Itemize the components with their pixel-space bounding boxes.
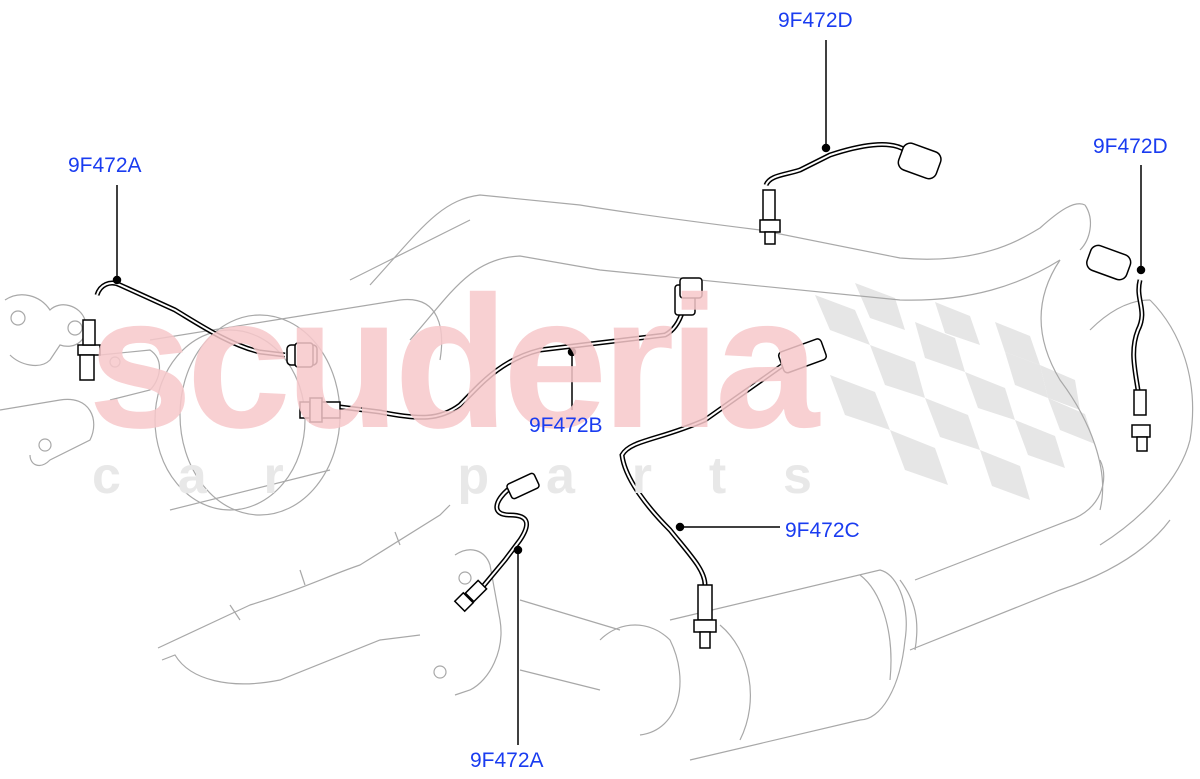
checkered-flag-watermark (815, 283, 1095, 500)
callout-9f472d-right[interactable]: 9F472D (1093, 135, 1168, 158)
oxygen-sensor-9f472a-lower[interactable] (453, 472, 540, 613)
callout-9f472b[interactable]: 9F472B (529, 414, 603, 437)
callout-9f472c[interactable]: 9F472C (785, 519, 860, 542)
callout-9f472d-top[interactable]: 9F472D (778, 9, 853, 32)
oxygen-sensor-9f472a-upper[interactable] (77, 280, 318, 381)
callout-9f472a-bottom[interactable]: 9F472A (470, 749, 544, 772)
exhaust-system-outline (0, 194, 1194, 761)
callout-9f472a-upper-left[interactable]: 9F472A (68, 154, 142, 177)
oxygen-sensor-9f472c[interactable] (619, 338, 827, 649)
oxygen-sensor-9f472b[interactable] (299, 277, 703, 423)
oxygen-sensor-9f472d-upper[interactable] (759, 141, 943, 245)
leader-lines (112, 40, 1146, 745)
oxygen-sensor-9f472d-right[interactable] (1085, 243, 1151, 452)
